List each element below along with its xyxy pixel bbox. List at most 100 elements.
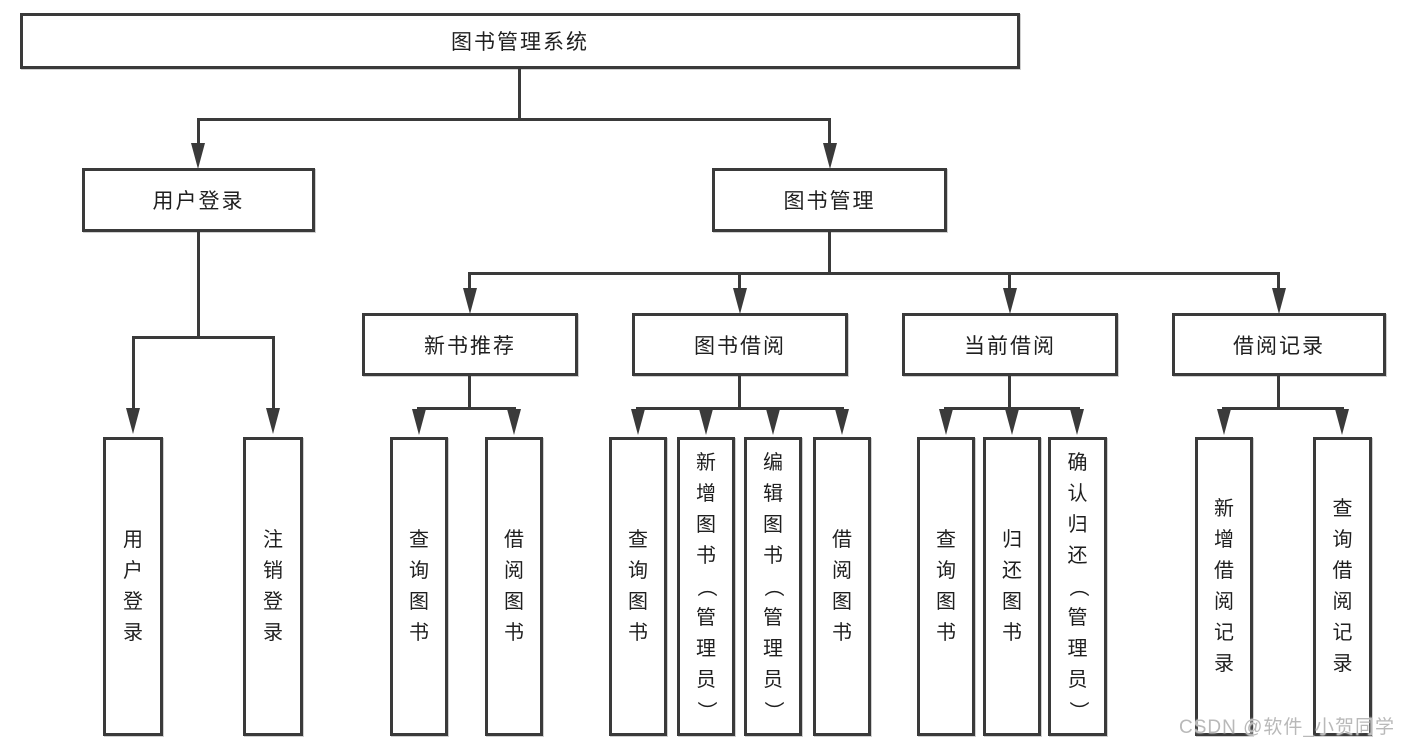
vertical-char: 图 — [1002, 591, 1022, 613]
vertical-char: 还 — [1067, 544, 1088, 567]
arrow-down — [766, 409, 780, 435]
vertical-char: 新 — [696, 451, 716, 474]
vertical-char: 阅 — [1332, 591, 1353, 613]
vertical-char: 录 — [1214, 653, 1234, 675]
vertical-char: 记 — [1214, 622, 1234, 644]
node-user-login-label: 用户登录 — [152, 190, 245, 213]
leaf-user-login: 用户登录 — [103, 437, 163, 736]
arrow-down — [1272, 288, 1286, 314]
connector-group-hline — [636, 407, 844, 410]
arrow-down — [733, 288, 747, 314]
vertical-char: 询 — [628, 560, 648, 582]
vertical-char: 员 — [1067, 668, 1088, 691]
vertical-char: ） — [695, 700, 717, 721]
leaf-borrow-books-recommend: 借阅图书 — [485, 437, 543, 736]
connector-user-hline — [132, 336, 275, 339]
arrow-down — [1070, 409, 1084, 435]
vertical-char: 图 — [628, 591, 648, 613]
vertical-char: 询 — [409, 560, 429, 582]
connector-group-hline — [417, 407, 516, 410]
leaf-confirm-return-admin: 确认归还（管理员） — [1048, 437, 1107, 736]
connector-group-hline — [944, 407, 1080, 410]
vertical-char: 书 — [409, 622, 429, 644]
node-root-label: 图书管理系统 — [451, 31, 589, 54]
arrow-down — [835, 409, 849, 435]
connector-group-hline — [1222, 407, 1344, 410]
arrow-down — [507, 409, 521, 435]
leaf-logout: 注销登录 — [243, 437, 303, 736]
node-root: 图书管理系统 — [20, 13, 1020, 69]
vertical-char: 图 — [832, 591, 852, 613]
node-user-login: 用户登录 — [82, 168, 315, 232]
arrow-down — [823, 143, 837, 169]
leaf-query-borrow-record-label: 查询借阅记录 — [1316, 440, 1369, 733]
connector-shaft — [738, 272, 741, 292]
node-current-borrowing-label: 当前借阅 — [964, 334, 1056, 358]
vertical-char: 销 — [263, 560, 283, 582]
leaf-query-books-borrowing: 查询图书 — [609, 437, 667, 736]
vertical-char: 确 — [1067, 451, 1088, 474]
vertical-char: 询 — [936, 560, 956, 582]
leaf-add-books-admin-label: 新增图书（管理员） — [680, 440, 732, 733]
node-new-book-recommend-label: 新书推荐 — [424, 334, 516, 358]
vertical-char: 用 — [123, 529, 143, 551]
connector-level3-hline — [469, 272, 1280, 275]
connector-shaft — [468, 272, 471, 292]
connector-book-drop — [828, 230, 831, 272]
leaf-query-books-current: 查询图书 — [917, 437, 975, 736]
leaf-return-books-label: 归还图书 — [986, 440, 1038, 733]
vertical-char: ） — [1066, 700, 1089, 721]
vertical-char: 借 — [832, 529, 852, 551]
vertical-char: 询 — [1332, 529, 1353, 551]
vertical-char: 注 — [263, 529, 283, 551]
vertical-char: 认 — [1067, 482, 1088, 505]
watermark: CSDN @软件_小贺同学 — [1179, 717, 1395, 738]
vertical-char: 查 — [936, 529, 956, 551]
connector-shaft — [197, 118, 200, 146]
arrow-down — [1217, 409, 1231, 435]
vertical-char: 管 — [696, 606, 716, 629]
leaf-borrow-books-label: 借阅图书 — [816, 440, 868, 733]
vertical-char: 理 — [696, 637, 716, 660]
node-book-borrowing: 图书借阅 — [632, 313, 848, 376]
vertical-char: 书 — [504, 622, 524, 644]
vertical-char: 图 — [696, 513, 716, 536]
connector-shaft — [272, 336, 275, 410]
vertical-char: 录 — [123, 622, 143, 644]
vertical-char: 查 — [409, 529, 429, 551]
vertical-char: 员 — [763, 668, 783, 691]
vertical-char: 户 — [123, 560, 143, 582]
vertical-char: 管 — [763, 606, 783, 629]
vertical-char: 记 — [1332, 622, 1353, 644]
arrow-down — [266, 408, 280, 434]
vertical-char: 书 — [628, 622, 648, 644]
node-book-borrowing-label: 图书借阅 — [694, 334, 786, 358]
vertical-char: 图 — [409, 591, 429, 613]
vertical-char: 员 — [696, 668, 716, 691]
leaf-query-books-recommend: 查询图书 — [390, 437, 448, 736]
leaf-logout-label: 注销登录 — [246, 440, 300, 733]
leaf-query-books-current-label: 查询图书 — [920, 440, 972, 733]
vertical-char: 新 — [1214, 498, 1234, 520]
vertical-char: （ — [762, 576, 784, 597]
arrow-down — [191, 143, 205, 169]
arrow-down — [1335, 409, 1349, 435]
leaf-edit-books-admin: 编辑图书（管理员） — [744, 437, 802, 736]
node-borrowing-records-label: 借阅记录 — [1233, 334, 1325, 358]
arrow-down — [939, 409, 953, 435]
node-current-borrowing: 当前借阅 — [902, 313, 1118, 376]
vertical-char: 理 — [1067, 637, 1088, 660]
vertical-char: 理 — [763, 637, 783, 660]
vertical-char: 借 — [1332, 560, 1353, 582]
vertical-char: 阅 — [504, 560, 524, 582]
vertical-char: 图 — [763, 513, 783, 536]
arrow-down — [463, 288, 477, 314]
vertical-char: 图 — [936, 591, 956, 613]
vertical-char: 书 — [763, 544, 783, 567]
node-new-book-recommend: 新书推荐 — [362, 313, 578, 376]
node-borrowing-records: 借阅记录 — [1172, 313, 1386, 376]
leaf-add-borrow-record: 新增借阅记录 — [1195, 437, 1253, 736]
vertical-char: 阅 — [832, 560, 852, 582]
vertical-char: 书 — [936, 622, 956, 644]
